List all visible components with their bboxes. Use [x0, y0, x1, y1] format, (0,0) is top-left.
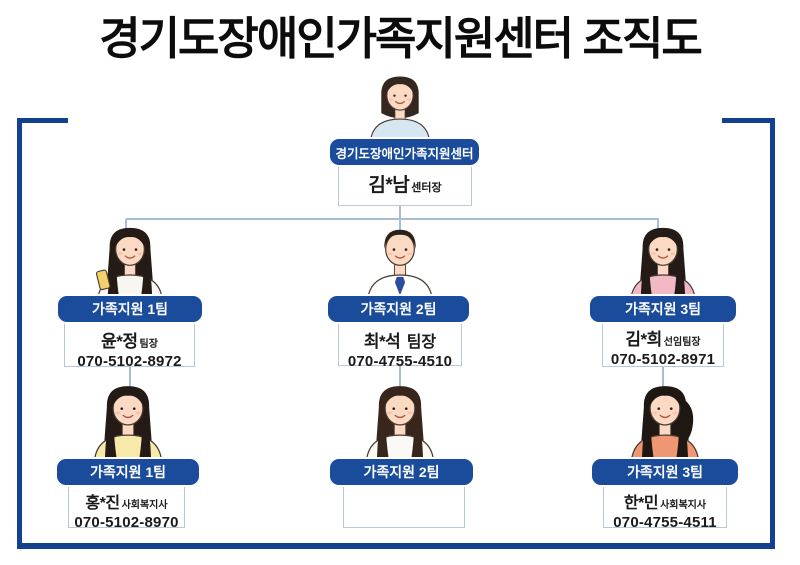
member-role: 사회복지사 [660, 500, 707, 511]
connector-drop-middle [399, 219, 401, 232]
connector-horizontal [126, 218, 659, 220]
member-name: 홍*진 [85, 495, 120, 512]
team-label-row2-team2: 가족지원 2팀 [330, 459, 473, 485]
person-illustration [615, 226, 711, 301]
person-illustration [352, 384, 448, 462]
team-label-row1-team3: 가족지원 3팀 [590, 296, 736, 322]
member-role: 사회복지사 [121, 500, 168, 511]
connector-team3-vertical [662, 367, 664, 392]
member-phone: 070-4755-4511 [613, 514, 717, 531]
page-title: 경기도장애인가족지원센터 조직도 [99, 13, 703, 64]
connector-team1-vertical [129, 367, 131, 392]
member-info-box: 최*석 팀장 070-4755-4510 [338, 321, 462, 370]
member-name: 한*민 [623, 495, 659, 512]
team-label-row1-team1: 가족지원 1팀 [58, 296, 202, 322]
member-phone: 070-4755-4510 [347, 353, 453, 370]
team-label-row2-team1: 가족지원 1팀 [57, 459, 199, 485]
member-name: 최*석 [363, 332, 401, 351]
person-illustration [352, 226, 448, 301]
frame-top-left-segment [17, 118, 68, 123]
connector-team2-vertical [399, 366, 401, 392]
member-phone: 070-5102-8971 [610, 351, 716, 368]
team-label-center: 경기도장애인가족지원센터 [330, 139, 479, 165]
person-illustration [617, 384, 713, 462]
member-role: 팀장 [406, 334, 437, 351]
frame-bottom-edge [17, 543, 775, 549]
frame-top-right-segment [722, 118, 775, 123]
member-role: 팀장 [139, 339, 158, 350]
connector-root-stub [399, 205, 401, 219]
frame-right-edge [770, 118, 775, 548]
connector-drop-right [657, 219, 659, 232]
person-illustration [82, 226, 178, 301]
person-illustration [353, 74, 447, 143]
member-name: 윤*정 [101, 332, 138, 351]
team-label-row1-team2: 가족지원 2팀 [328, 296, 469, 322]
member-name: 김*희 [625, 330, 662, 349]
member-name: 김*남 [368, 175, 410, 196]
member-phone: 070-5102-8970 [74, 514, 179, 531]
person-illustration [80, 384, 176, 462]
frame-left-edge [17, 118, 22, 548]
team-label-row2-team3: 가족지원 3팀 [592, 459, 738, 485]
connector-drop-left [125, 219, 127, 233]
member-info-box-empty [343, 484, 465, 528]
member-phone: 070-5102-8972 [77, 353, 182, 370]
member-role: 센터장 [411, 182, 442, 194]
member-role: 선임팀장 [663, 337, 701, 348]
